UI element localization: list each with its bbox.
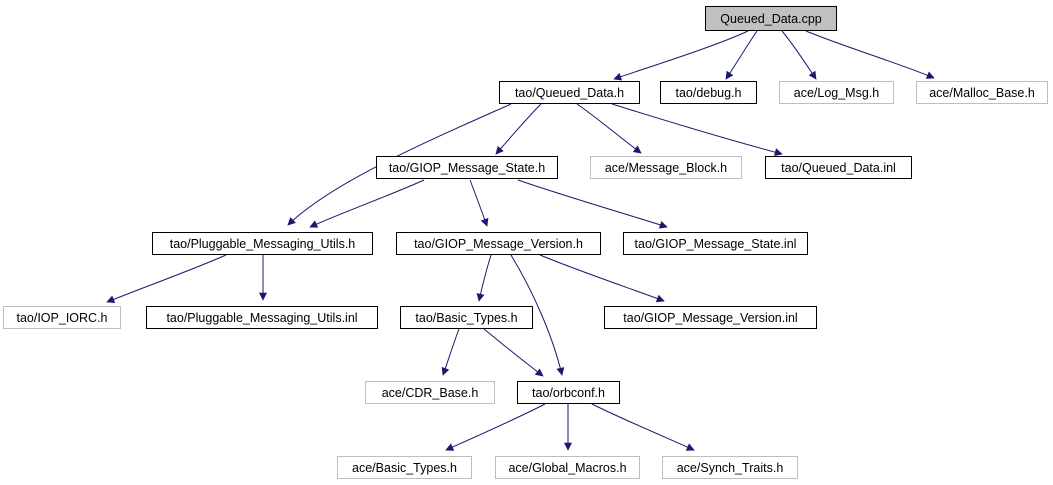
edge-queued-data-cpp--tao-queued-data-h xyxy=(613,30,749,81)
edge-tao-giop-message-version-h--tao-orbconf-h xyxy=(510,254,565,376)
edge-tao-orbconf-h--ace-basic-types-h xyxy=(445,403,546,451)
node-tao-queued-data-h[interactable]: tao/Queued_Data.h xyxy=(499,81,640,104)
edge-tao-pluggable-messaging-utils-h--tao-iop-iorc-h xyxy=(106,254,227,304)
node-ace-malloc-base-h: ace/Malloc_Base.h xyxy=(916,81,1048,104)
edge-tao-orbconf-h--ace-synch-traits-h xyxy=(591,403,695,451)
node-tao-giop-message-state-h[interactable]: tao/GIOP_Message_State.h xyxy=(376,156,558,179)
node-tao-iop-iorc-h: tao/IOP_IORC.h xyxy=(3,306,121,329)
node-ace-log-msg-h: ace/Log_Msg.h xyxy=(779,81,894,104)
node-tao-giop-message-version-h[interactable]: tao/GIOP_Message_Version.h xyxy=(396,232,601,255)
edge-tao-queued-data-h--ace-message-block-h xyxy=(576,103,642,154)
node-ace-basic-types-h: ace/Basic_Types.h xyxy=(337,456,472,479)
edge-tao-queued-data-h--tao-queued-data-inl xyxy=(611,103,783,157)
node-queued-data-cpp: Queued_Data.cpp xyxy=(705,6,837,31)
node-ace-cdr-base-h: ace/CDR_Base.h xyxy=(365,381,495,404)
edge-tao-giop-message-state-h--tao-giop-message-state-inl xyxy=(517,179,668,229)
edge-tao-giop-message-state-h--tao-giop-message-version-h xyxy=(469,179,489,227)
node-tao-giop-message-version-inl[interactable]: tao/GIOP_Message_Version.inl xyxy=(604,306,817,329)
node-tao-basic-types-h[interactable]: tao/Basic_Types.h xyxy=(400,306,533,329)
node-tao-giop-message-state-inl[interactable]: tao/GIOP_Message_State.inl xyxy=(623,232,808,255)
node-tao-orbconf-h[interactable]: tao/orbconf.h xyxy=(517,381,620,404)
node-tao-pluggable-messaging-utils-h[interactable]: tao/Pluggable_Messaging_Utils.h xyxy=(152,232,373,255)
edge-queued-data-cpp--tao-debug-h xyxy=(725,30,758,80)
edge-tao-basic-types-h--ace-cdr-base-h xyxy=(441,328,460,376)
edge-tao-giop-message-version-h--tao-giop-message-version-inl xyxy=(539,254,665,303)
edge-tao-queued-data-h--tao-giop-message-state-h xyxy=(495,103,542,155)
node-ace-global-macros-h: ace/Global_Macros.h xyxy=(495,456,640,479)
node-tao-debug-h[interactable]: tao/debug.h xyxy=(660,81,757,104)
edge-queued-data-cpp--ace-log-msg-h xyxy=(781,30,817,80)
node-ace-synch-traits-h: ace/Synch_Traits.h xyxy=(662,456,798,479)
node-tao-pluggable-messaging-utils-inl[interactable]: tao/Pluggable_Messaging_Utils.inl xyxy=(146,306,378,329)
edge-tao-giop-message-state-h--tao-pluggable-messaging-utils-h xyxy=(309,179,425,228)
edge-queued-data-cpp--ace-malloc-base-h xyxy=(805,30,935,79)
node-tao-queued-data-inl[interactable]: tao/Queued_Data.inl xyxy=(765,156,912,179)
edge-tao-basic-types-h--tao-orbconf-h xyxy=(483,328,544,377)
edge-tao-giop-message-version-h--tao-basic-types-h xyxy=(476,254,492,302)
node-ace-message-block-h: ace/Message_Block.h xyxy=(590,156,742,179)
